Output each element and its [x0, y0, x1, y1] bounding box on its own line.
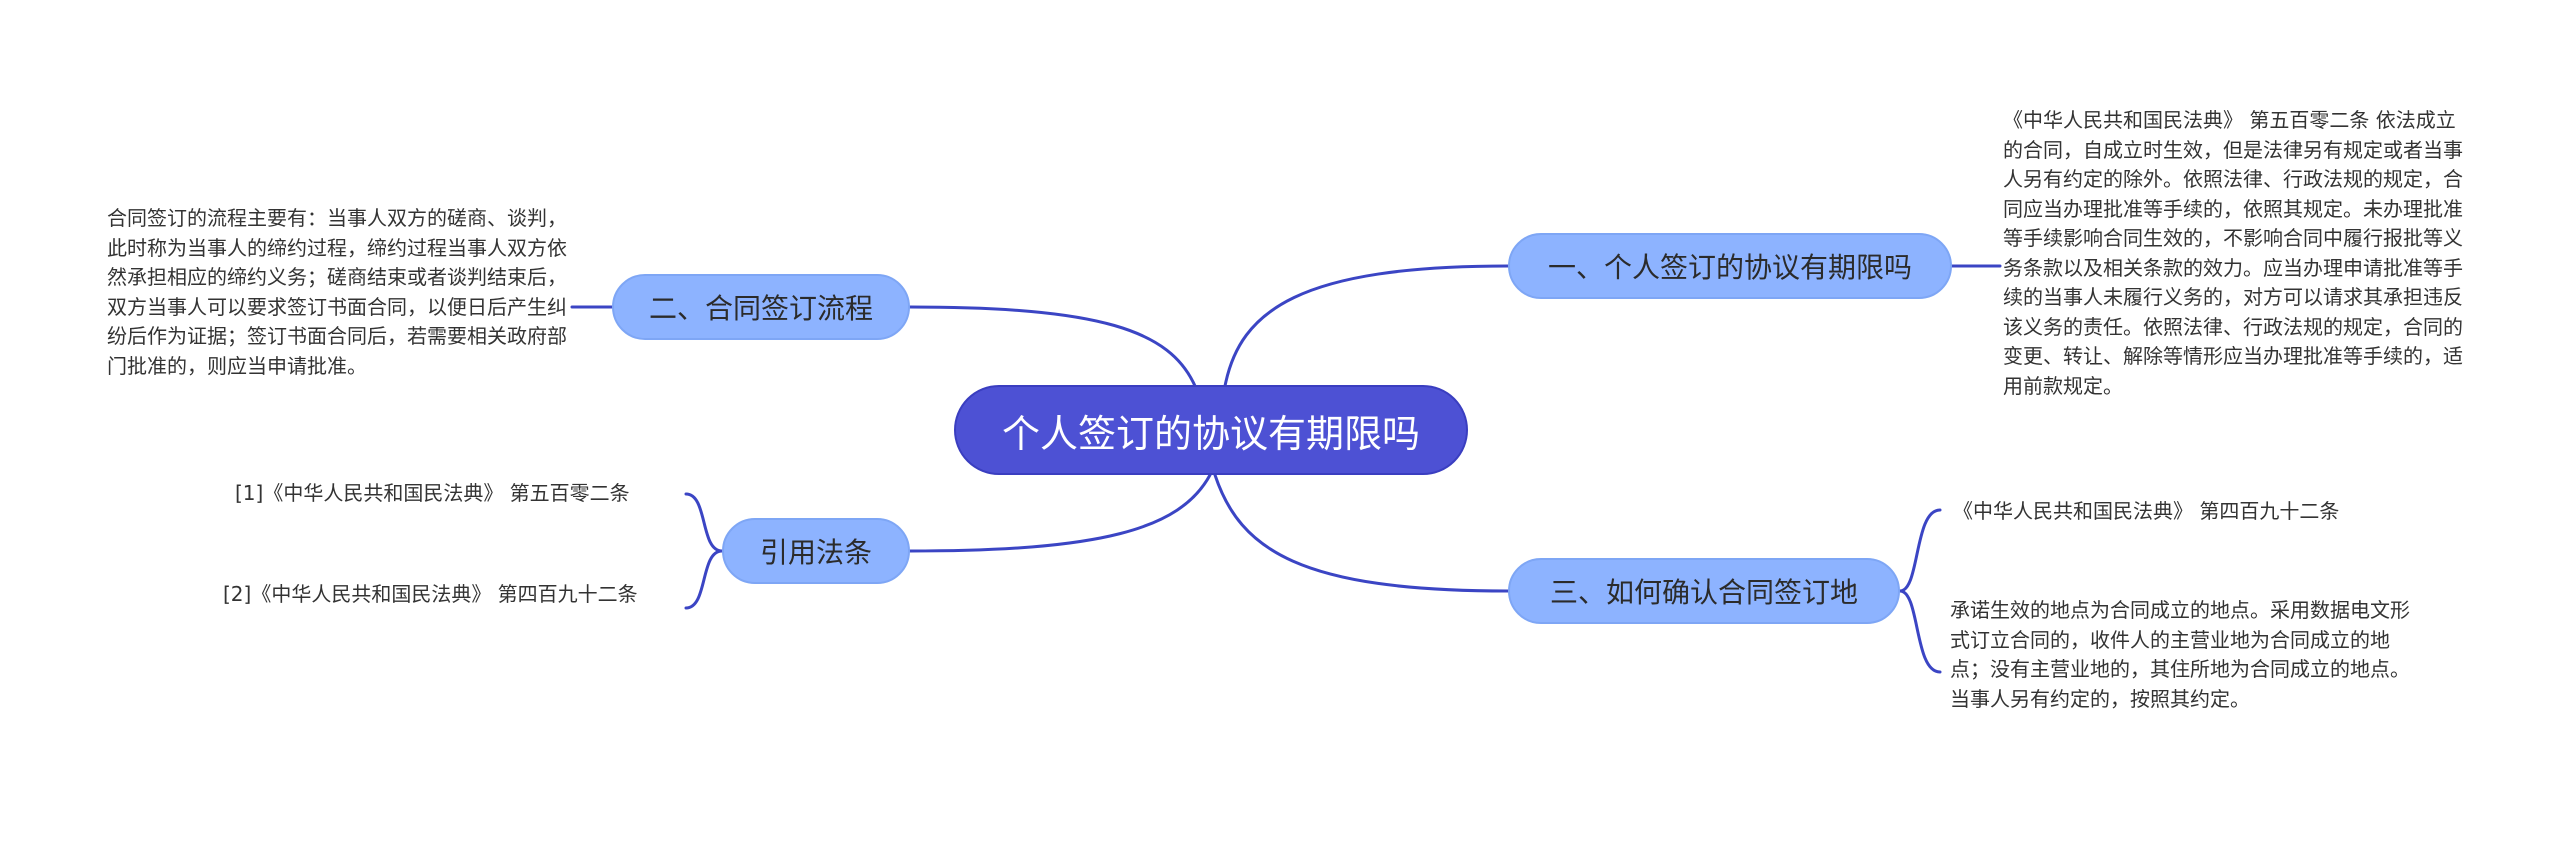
- leaf-civil-code-502-text: 《中华人民共和国民法典》 第五百零二条 依法成立的合同，自成立时生效，但是法律另…: [2003, 108, 2463, 398]
- leaf-citation-1: [1]《中华人民共和国民法典》 第五百零二条: [235, 481, 630, 505]
- link-root-to-laws: [908, 473, 1212, 553]
- leaf-civil-code-492-title: 《中华人民共和国民法典》 第四百九十二条: [1953, 499, 2340, 523]
- leaf-civil-code-492-text: 承诺生效的地点为合同成立的地点。采用数据电文形式订立合同的，收件人的主营业地为合…: [1950, 598, 2410, 711]
- root-topic-label: 个人签订的协议有期限吗: [1001, 411, 1420, 456]
- link-root-to-place: [1213, 473, 1510, 593]
- link-place-bracket: [1898, 508, 1942, 674]
- branch-signing-process[interactable]: 二、合同签订流程: [612, 274, 910, 340]
- link-laws-bracket: [684, 492, 724, 610]
- link-root-to-term: [1223, 264, 1510, 388]
- link-root-to-process: [908, 305, 1197, 388]
- leaf-signing-process-text: 合同签订的流程主要有：当事人双方的磋商、谈判，此时称为当事人的缔约过程，缔约过程…: [107, 206, 567, 378]
- branch-agreement-term-label: 一、个人签订的协议有期限吗: [1547, 251, 1912, 284]
- branch-agreement-term[interactable]: 一、个人签订的协议有期限吗: [1508, 233, 1952, 299]
- branch-cited-laws-label: 引用法条: [759, 536, 872, 569]
- root-topic[interactable]: 个人签订的协议有期限吗: [954, 385, 1468, 475]
- branch-signing-place-label: 三、如何确认合同签订地: [1549, 576, 1858, 609]
- branch-cited-laws[interactable]: 引用法条: [722, 518, 910, 584]
- branch-signing-place[interactable]: 三、如何确认合同签订地: [1508, 558, 1900, 624]
- leaf-citation-2: [2]《中华人民共和国民法典》 第四百九十二条: [223, 582, 638, 606]
- branch-signing-process-label: 二、合同签订流程: [648, 292, 873, 325]
